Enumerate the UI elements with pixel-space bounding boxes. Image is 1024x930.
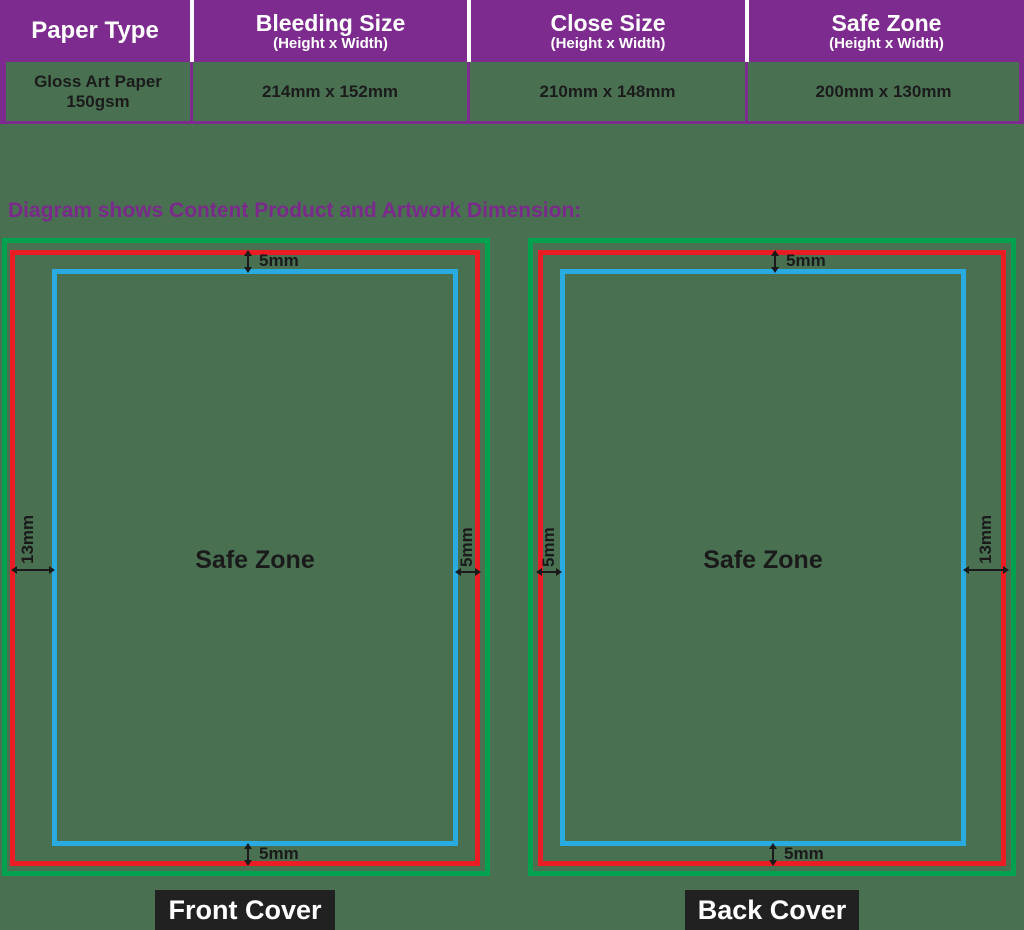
- cell-paper-type: Gloss Art Paper 150gsm: [0, 62, 190, 124]
- front-left-double-arrow-icon: [11, 566, 55, 574]
- front-bottom-double-arrow-icon: [244, 843, 252, 866]
- paper-spec-table: Paper Type Bleeding Size (Height x Width…: [0, 0, 1024, 124]
- back-top-double-arrow-icon: [771, 250, 779, 273]
- back-safe-zone-label: Safe Zone: [703, 546, 823, 574]
- diagram-heading: Diagram shows Content Product and Artwor…: [8, 199, 582, 222]
- header-subtitle: (Height x Width): [550, 34, 666, 52]
- front-top-double-arrow-icon: [244, 250, 252, 273]
- paper-type-weight: 150gsm: [66, 91, 130, 111]
- back-right-double-arrow-icon: [963, 566, 1009, 574]
- front-safe-zone-rect: [52, 269, 458, 846]
- back-bottom-dim-label: 5mm: [784, 844, 824, 863]
- front-bleeding-size-rect: [2, 238, 490, 876]
- front-left-dim-label: 13mm: [18, 514, 37, 564]
- spec-table-header-row: Paper Type Bleeding Size (Height x Width…: [0, 0, 1024, 62]
- back-top-dim-label: 5mm: [786, 251, 826, 270]
- header-title: Bleeding Size: [255, 9, 406, 36]
- back-cover-caption: Back Cover: [685, 890, 859, 930]
- back-left-double-arrow-icon: [536, 568, 562, 576]
- header-title: Paper Type: [31, 17, 159, 44]
- cell-safe-zone: 200mm x 130mm: [745, 62, 1024, 124]
- front-right-dim-label: 5mm: [457, 527, 476, 567]
- cell-bleeding-size: 214mm x 152mm: [190, 62, 467, 124]
- header-title: Safe Zone: [831, 9, 942, 36]
- header-cell-close-size: Close Size (Height x Width): [467, 0, 745, 62]
- header-subtitle: (Height x Width): [273, 34, 388, 52]
- header-subtitle: (Height x Width): [829, 34, 944, 52]
- front-safe-zone-label: Safe Zone: [195, 546, 315, 574]
- front-bottom-dim-label: 5mm: [259, 844, 299, 863]
- back-bleeding-size-rect: [528, 238, 1016, 876]
- back-safe-zone-rect: [560, 269, 966, 846]
- front-cover-caption: Front Cover: [155, 890, 335, 930]
- cell-close-size: 210mm x 148mm: [467, 62, 745, 124]
- back-right-dim-label: 13mm: [976, 514, 995, 564]
- back-bottom-double-arrow-icon: [769, 843, 777, 866]
- spec-table-data-row: Gloss Art Paper 150gsm 214mm x 152mm 210…: [0, 62, 1024, 124]
- header-cell-paper-type: Paper Type: [0, 0, 190, 62]
- back-left-dim-label: 5mm: [539, 527, 558, 567]
- front-right-double-arrow-icon: [455, 568, 481, 576]
- paper-type-name: Gloss Art Paper: [34, 71, 162, 91]
- header-cell-safe-zone: Safe Zone (Height x Width): [745, 0, 1024, 62]
- header-title: Close Size: [550, 9, 666, 36]
- front-top-dim-label: 5mm: [259, 251, 299, 270]
- header-cell-bleeding-size: Bleeding Size (Height x Width): [190, 0, 467, 62]
